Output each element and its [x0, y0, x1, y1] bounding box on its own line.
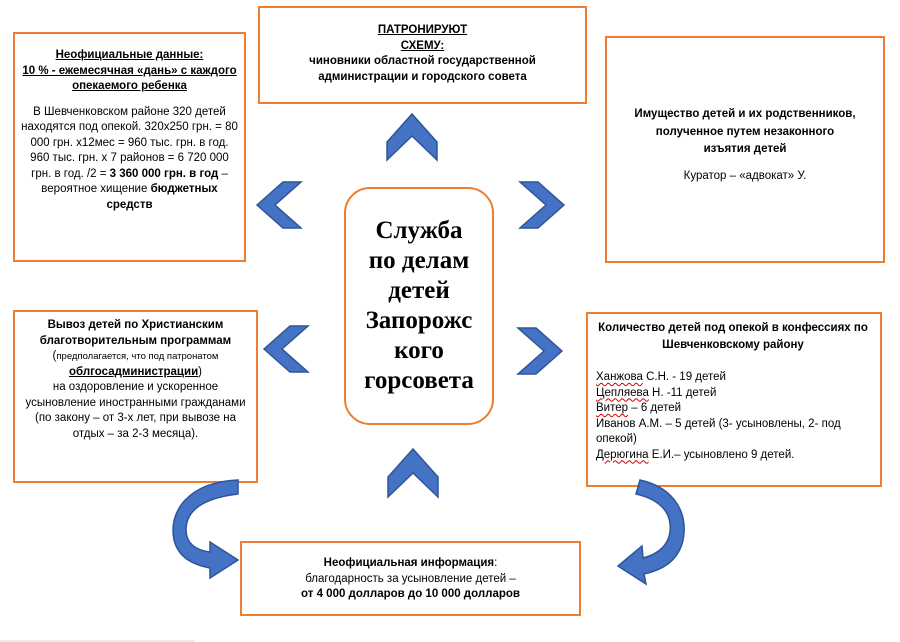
- left-bottom-heading: Вывоз детей по Христианским благотворите…: [39, 319, 232, 347]
- person-detail: С.Н. - 19 детей: [642, 371, 726, 383]
- person-name: Цепляева: [596, 386, 649, 399]
- left-arrow-icon: [255, 181, 303, 229]
- person-detail: – 6 детей: [628, 402, 682, 414]
- left-bottom-box: Вывоз детей по Христианским благотворите…: [13, 310, 258, 483]
- up-arrow-bottom-icon: [387, 447, 439, 499]
- center-title: Служба по делам детей Запорожс кого горс…: [364, 217, 474, 394]
- bottom-line-2: от 4 000 долларов до 10 000 долларов: [301, 588, 520, 600]
- center-box: Служба по делам детей Запорожс кого горс…: [344, 187, 494, 425]
- curved-arrow-left-icon: [172, 479, 240, 580]
- person-detail: Иванов А.М. – 5 детей (3- усыновлены, 2-…: [596, 417, 841, 446]
- left-top-conclusion: – вероятное хищение: [41, 167, 228, 196]
- list-item: Цепляева Н. -11 детей: [596, 386, 870, 402]
- top-box: ПАТРОНИРУЮТ СХЕМУ: чиновники областной г…: [258, 6, 587, 104]
- person-name: Витер: [596, 402, 629, 414]
- bottom-heading: Неофициальная информация: [323, 557, 495, 569]
- up-arrow-icon: [386, 112, 438, 162]
- right-arrow-icon: [518, 181, 566, 229]
- list-item: Дерюгина Е.И.– усыновлено 9 детей.: [596, 448, 870, 464]
- list-item: Ханжова С.Н. - 19 детей: [596, 370, 870, 386]
- left-top-heading-1: Неофициальные данные:: [55, 49, 204, 61]
- left-bottom-note-text: предполагается, что под патронатом: [56, 351, 219, 362]
- left-top-budget: бюджетных средств: [106, 183, 218, 211]
- person-detail: Е.И.– усыновлено 9 детей.: [648, 448, 795, 461]
- left-bottom-org-line: облгосадминистрации): [21, 365, 250, 381]
- person-name: Ханжова: [596, 371, 643, 383]
- list-item: Витер – 6 детей: [596, 401, 870, 417]
- curved-arrow-right-icon: [616, 479, 685, 586]
- bottom-heading-line: Неофициальная информация:: [242, 556, 579, 572]
- bottom-box: Неофициальная информация: благодарность …: [240, 541, 581, 616]
- left-bottom-org: облгосадминистрации: [69, 365, 199, 378]
- top-heading-1: ПАТРОНИРУЮТ: [377, 24, 468, 36]
- left-bottom-body: на оздоровление и ускоренное усыновление…: [25, 381, 246, 440]
- top-body: чиновники областной государственной адми…: [309, 55, 536, 83]
- left-top-paragraph-1: В Шевченковском районе 320 детей находят…: [21, 105, 238, 149]
- right-top-curator: Куратор – «адвокат» У.: [683, 169, 807, 182]
- right-bottom-heading: Количество детей под опекой в конфессиях…: [598, 322, 868, 351]
- left-top-heading-2: 10 % - ежемесячная «дань» с каждого опек…: [22, 64, 237, 93]
- left-top-box: Неофициальные данные: 10 % - ежемесячная…: [13, 32, 246, 262]
- bottom-line-1: благодарность за усыновление детей –: [305, 572, 516, 585]
- bottom-rule: [0, 640, 195, 642]
- right-bottom-box: Количество детей под опекой в конфессиях…: [586, 312, 882, 487]
- left-top-calc: 960 тыс. грн. х 7 районов = 6 720 000 гр…: [30, 152, 229, 180]
- person-detail: Н. -11 детей: [648, 386, 717, 399]
- right-arrow-lower-icon: [516, 327, 564, 375]
- right-top-box: Имущество детей и их родственников, полу…: [605, 36, 885, 263]
- right-top-body: Имущество детей и их родственников, полу…: [634, 108, 856, 155]
- left-top-paragraph-2: 960 тыс. грн. х 7 районов = 6 720 000 гр…: [21, 151, 238, 213]
- person-name: Дерюгина: [596, 448, 649, 461]
- left-top-total: 3 360 000 грн. в год: [109, 167, 219, 180]
- left-bottom-note: (предполагается, что под патронатом: [21, 349, 250, 365]
- bottom-colon: :: [494, 557, 498, 569]
- top-heading-2: СХЕМУ:: [400, 39, 445, 52]
- paren-open: (: [52, 350, 57, 362]
- list-item: Иванов А.М. – 5 детей (3- усыновлены, 2-…: [596, 417, 870, 448]
- paren-close: ): [198, 365, 202, 378]
- left-arrow-lower-icon: [262, 325, 310, 373]
